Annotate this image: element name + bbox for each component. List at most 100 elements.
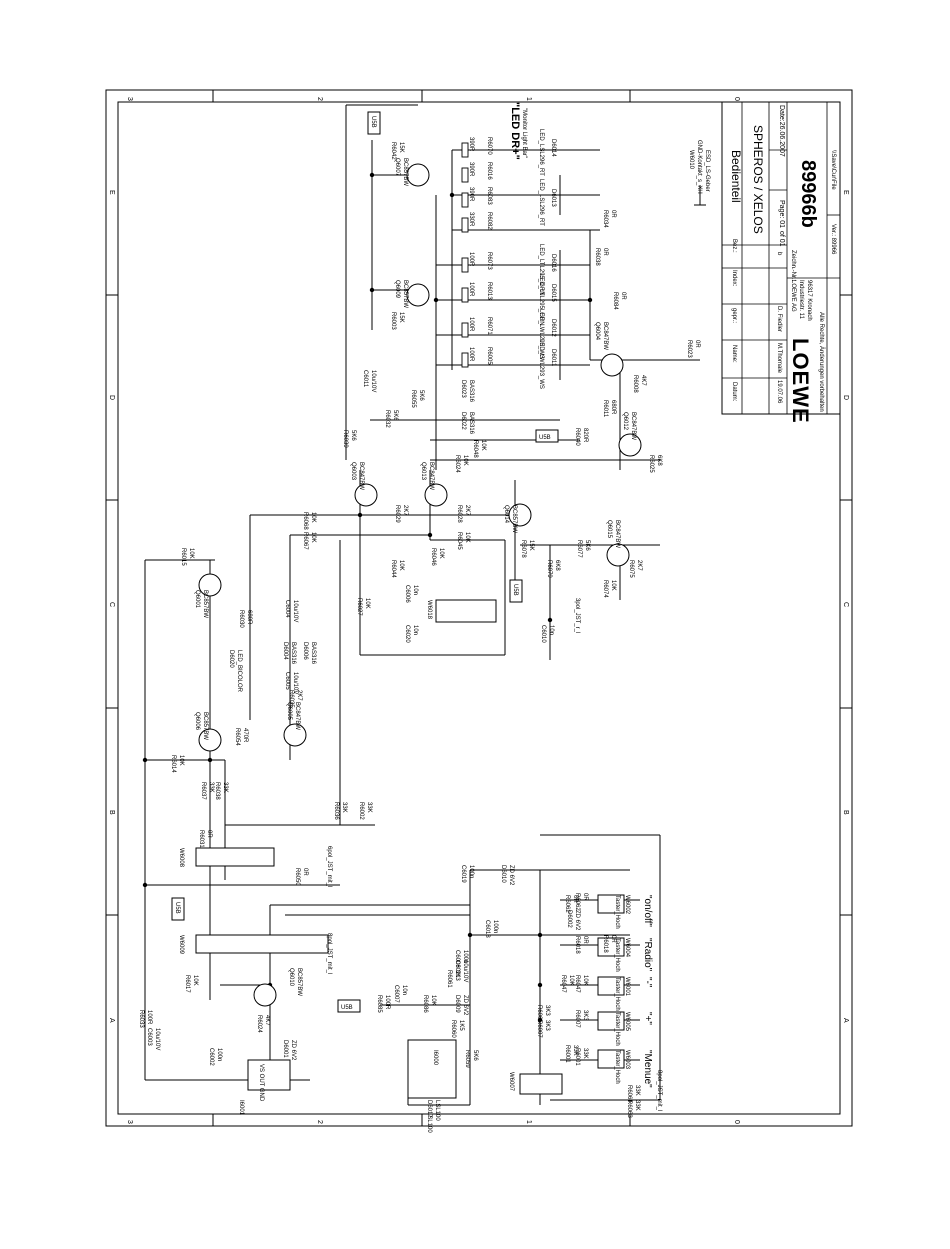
capacitor-value: 10u/10V bbox=[370, 370, 376, 392]
resistor-ref: R6085 bbox=[376, 995, 382, 1013]
ws-title: W6010 bbox=[688, 150, 694, 170]
supply-tags bbox=[171, 111, 559, 1013]
resistor-value: 10K bbox=[480, 440, 486, 451]
led-ref: D6011 bbox=[550, 349, 556, 367]
resistor-ref: R6032 bbox=[384, 410, 390, 428]
resistor-ref: R6025 bbox=[648, 455, 654, 473]
diode-type: BAS316 bbox=[290, 642, 296, 665]
company-logo: LOEWE bbox=[788, 338, 813, 424]
capacitor-value: 100n bbox=[468, 865, 474, 878]
diode-ref: D6017 bbox=[426, 1100, 432, 1118]
led-resistor bbox=[461, 287, 469, 303]
zone-left-1: D bbox=[108, 395, 115, 400]
supply-tag-2: U5B bbox=[539, 435, 551, 441]
resistor-value: 5K6 bbox=[392, 410, 398, 421]
switch-resistor-value: 10K bbox=[582, 975, 588, 986]
capacitor-value: 10u/10V bbox=[154, 1028, 160, 1050]
resistor-value: 33K bbox=[572, 1045, 578, 1056]
zone-right-2: C bbox=[842, 602, 849, 607]
switch-label: "+" bbox=[642, 1012, 653, 1025]
resistor-value: 3K3 bbox=[454, 970, 460, 981]
resistor-value: 4K7 bbox=[640, 375, 646, 386]
resistor-ref: R6015 bbox=[180, 548, 186, 566]
switch-label: "-" bbox=[642, 977, 653, 988]
resistor-ref: R6065 bbox=[536, 1005, 542, 1023]
switch-type: Taster_Hoch bbox=[614, 1050, 620, 1084]
diode-type: ZD 6V2 bbox=[574, 910, 580, 931]
resistor-value: 10K bbox=[364, 598, 370, 609]
connector-w6009 bbox=[195, 934, 329, 954]
resistor-ref: R6024 bbox=[256, 1015, 262, 1033]
resistor-value: 100R bbox=[384, 995, 390, 1010]
resistor-ref: R6042 bbox=[390, 142, 396, 160]
transistor-symbols bbox=[198, 163, 642, 1007]
tb-datum-value: 19.07.06 bbox=[776, 380, 782, 404]
resistor-ref: R6059 bbox=[464, 1050, 470, 1068]
transistor-type: BC847BW bbox=[358, 462, 364, 490]
resistor-value: 10K bbox=[310, 512, 316, 523]
resistor-value: 33K bbox=[634, 1085, 640, 1096]
resistor-value: 0R bbox=[572, 895, 578, 903]
resistor-value: 15K bbox=[528, 540, 534, 551]
resistor-value: 2K7 bbox=[464, 505, 470, 516]
transistor-ref: Q6013 bbox=[420, 462, 426, 481]
led-part: LED_LWL293_WS bbox=[538, 309, 544, 359]
transistor-type: BC857BW bbox=[402, 280, 408, 308]
resistor-value: 15K bbox=[398, 312, 404, 323]
led-resistor-value: 100R bbox=[468, 252, 474, 267]
resistor-ref: R6046 bbox=[430, 548, 436, 566]
resistor-ref: R6008 bbox=[632, 375, 638, 393]
tb-gepr-value: D. Fiedler bbox=[776, 306, 782, 332]
ic-type: VS OUT GND bbox=[258, 1064, 264, 1102]
switch-ref: W6003 bbox=[624, 1050, 630, 1070]
led-part: LED_LSL296_RT bbox=[538, 129, 544, 176]
resistor-value: 3K3 bbox=[544, 1020, 550, 1031]
led-resistor-ref: R6073 bbox=[486, 252, 492, 270]
resistor-ref: R6017 bbox=[184, 975, 190, 993]
ic-ref: I6001 bbox=[238, 1100, 244, 1116]
tb-bez-label: Bez.: bbox=[731, 239, 737, 253]
connector-w6007 bbox=[519, 1073, 563, 1095]
capacitor-ref: C6005 bbox=[284, 672, 290, 690]
zone-left-4: A bbox=[108, 1018, 115, 1023]
title-block bbox=[721, 101, 841, 415]
resistor-value: 10K bbox=[192, 975, 198, 986]
resistor-value: 0R bbox=[206, 830, 212, 838]
resistor-value: 4K7 bbox=[264, 1015, 270, 1026]
capacitor-value: 100n bbox=[492, 920, 498, 933]
led-part: LED_LTL295_GRN bbox=[538, 244, 544, 296]
resistor-value: 820R bbox=[582, 428, 588, 443]
resistor-value: 680R bbox=[610, 400, 616, 415]
resistor-ref: R6007 bbox=[536, 1020, 542, 1038]
resistor-value: 5K6 bbox=[472, 1050, 478, 1061]
capacitor-ref: C6021 bbox=[454, 960, 460, 978]
tb-ver: Ver.: 89966 bbox=[830, 224, 836, 255]
resistor-ref: R6014 bbox=[170, 755, 176, 773]
led-resistor bbox=[461, 217, 469, 233]
transistor-ref: Q6009 bbox=[394, 280, 400, 299]
resistor-ref: R6048 bbox=[472, 440, 478, 458]
diode-type: BAS316 bbox=[310, 642, 316, 665]
transistor-ref: Q6015 bbox=[606, 520, 612, 539]
switch-type: Taster_Hoch bbox=[614, 895, 620, 929]
led-resistor bbox=[461, 352, 469, 368]
switch-label: "Menue" bbox=[642, 1050, 653, 1088]
capacitor-value: 10u/10V bbox=[292, 672, 298, 694]
capacitor-ref: C6003 bbox=[146, 1028, 152, 1046]
tb-page: Page: 01 bbox=[778, 200, 785, 228]
tb-file: \\Save\Cur\File bbox=[830, 150, 836, 190]
switch-resistor-ref: R6001 bbox=[574, 1048, 580, 1066]
resistor-ref: R6030 bbox=[238, 610, 244, 628]
capacitor-value: 10u/10V bbox=[292, 600, 298, 622]
switch-label: "on/off" bbox=[642, 895, 653, 927]
switch-ref: W6002 bbox=[624, 895, 630, 915]
resistor-value: 6K8 bbox=[656, 455, 662, 466]
led-resistor-ref: R6013 bbox=[486, 282, 492, 300]
zone-left-0: E bbox=[108, 190, 115, 195]
tb-rights: Alle Rechte, Änderungen vorbehalten bbox=[818, 312, 825, 412]
resistor-value: 0R bbox=[602, 248, 608, 256]
resistor-ref: R6047 bbox=[560, 975, 566, 993]
diode-type: LED_BICOLOR bbox=[236, 650, 242, 693]
led-ref: D6013 bbox=[550, 189, 556, 207]
resistor-ref: R6033 bbox=[138, 1010, 144, 1028]
